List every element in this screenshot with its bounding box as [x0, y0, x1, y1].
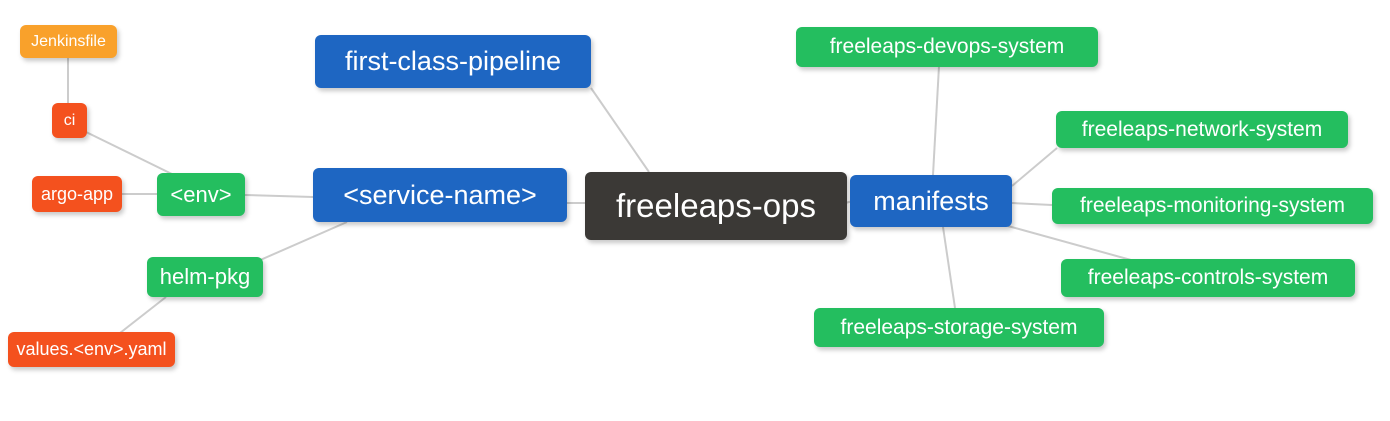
edge-env-to-service-name: [244, 194, 314, 198]
node-service-name[interactable]: <service-name>: [313, 168, 567, 222]
edge-manifests-to-freeleaps-network-system: [1011, 147, 1058, 187]
edge-manifests-to-freeleaps-storage-system: [942, 226, 956, 309]
node-freeleaps-monitoring-system[interactable]: freeleaps-monitoring-system: [1052, 188, 1373, 224]
node-first-class-pipeline[interactable]: first-class-pipeline: [315, 35, 591, 88]
node-ci[interactable]: ci: [52, 103, 87, 138]
node-values-env-yaml[interactable]: values.<env>.yaml: [8, 332, 175, 367]
edge-service-name-to-helm-pkg: [257, 221, 348, 262]
edge-helm-pkg-to-values-env-yaml: [119, 296, 167, 334]
node-argo-app[interactable]: argo-app: [32, 176, 122, 212]
edge-first-class-pipeline-to-freeleaps-ops: [590, 87, 650, 173]
edge-manifests-to-freeleaps-monitoring-system: [1011, 202, 1053, 206]
node-env[interactable]: <env>: [157, 173, 245, 216]
edge-manifests-to-freeleaps-devops-system: [932, 65, 940, 176]
edge-ci-to-env: [83, 130, 179, 178]
node-manifests[interactable]: manifests: [850, 175, 1012, 227]
node-freeleaps-ops[interactable]: freeleaps-ops: [585, 172, 847, 240]
node-freeleaps-controls-system[interactable]: freeleaps-controls-system: [1061, 259, 1355, 297]
node-freeleaps-storage-system[interactable]: freeleaps-storage-system: [814, 308, 1104, 347]
node-jenkinsfile[interactable]: Jenkinsfile: [20, 25, 117, 58]
edge-manifests-to-freeleaps-controls-system: [1007, 225, 1132, 261]
node-freeleaps-devops-system[interactable]: freeleaps-devops-system: [796, 27, 1098, 67]
node-helm-pkg[interactable]: helm-pkg: [147, 257, 263, 297]
node-freeleaps-network-system[interactable]: freeleaps-network-system: [1056, 111, 1348, 148]
